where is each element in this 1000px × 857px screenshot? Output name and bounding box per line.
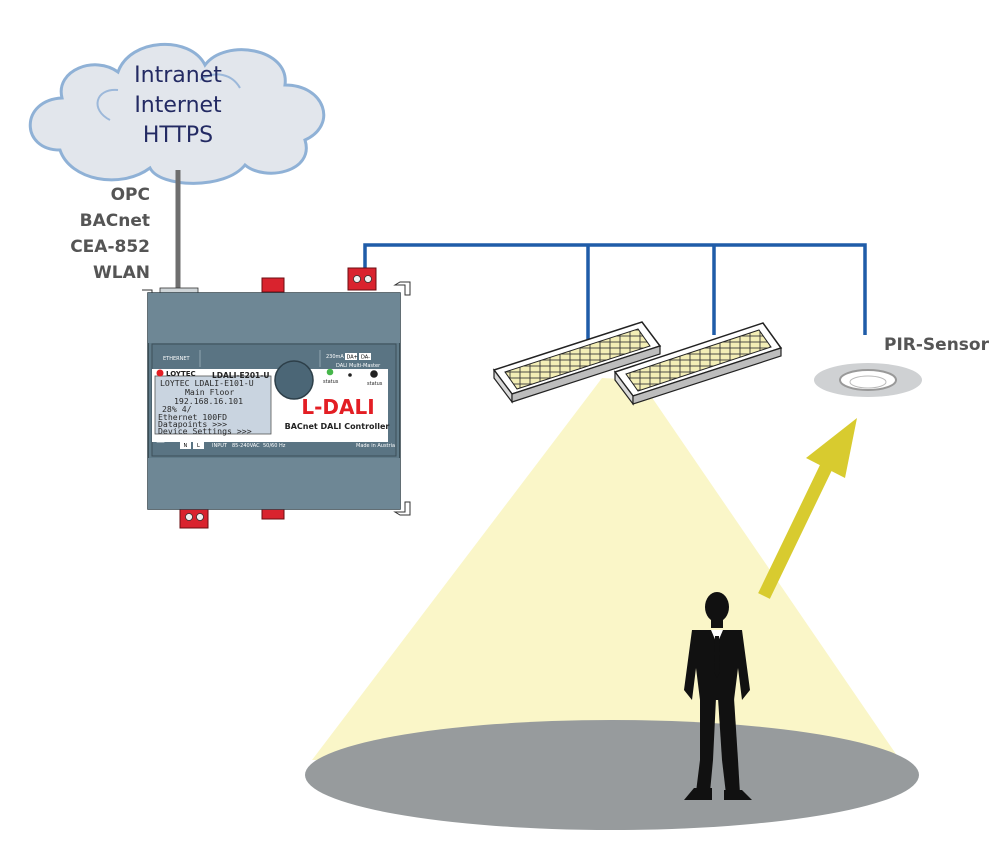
status-button-icon xyxy=(370,370,378,378)
protocol-bacnet: BACnet xyxy=(80,211,150,231)
protocol-wlan: WLAN xyxy=(93,263,150,283)
input-voltage: 85-240VAC xyxy=(232,443,260,449)
network-cloud: Intranet Internet HTTPS xyxy=(28,43,326,185)
dali-plus-terminal: DA+ xyxy=(347,355,358,361)
light-cone xyxy=(312,378,900,760)
model-number: LDALI-E201-U xyxy=(212,371,269,380)
status-led-icon xyxy=(348,373,352,377)
cloud-line-1: Intranet xyxy=(134,63,222,88)
lcd-line-2: Main Floor xyxy=(185,387,234,397)
status-label-2: status xyxy=(367,381,383,387)
dali-rating: 230mA xyxy=(326,354,344,360)
input-label: INPUT xyxy=(212,443,228,449)
detection-arrow xyxy=(758,418,857,599)
cloud-line-3: HTTPS xyxy=(143,123,213,148)
ethernet-label: ETHERNET xyxy=(163,356,191,362)
terminal-n: N xyxy=(184,443,188,449)
jog-dial xyxy=(274,360,314,400)
made-in-label: Made in Austria xyxy=(356,443,395,449)
luminaire-1 xyxy=(492,321,662,404)
protocol-cea852: CEA-852 xyxy=(70,237,150,257)
status-led-green-icon xyxy=(326,368,334,376)
floor-spot xyxy=(305,720,919,830)
l-dali-controller: ETHERNET 230mA DA+ DA- DALI Multi-Master… xyxy=(142,267,411,529)
protocol-list: OPC BACnet CEA-852 WLAN xyxy=(70,185,150,283)
product-name: L-DALI xyxy=(301,395,374,419)
status-label-1: status xyxy=(323,379,339,385)
luminaire-2 xyxy=(613,322,783,406)
lcd-line-7: Device Settings >>> xyxy=(158,426,252,436)
dali-minus-terminal: DA- xyxy=(361,355,370,361)
loytec-logo-icon xyxy=(156,369,164,377)
lcd-line-4: 28% 4/ xyxy=(162,404,192,414)
lcd-screen: LOYTEC LDALI-E101-U Main Floor 192.168.1… xyxy=(158,378,254,436)
lcd-line-5: Ethernet 100FD xyxy=(158,412,227,422)
cloud-line-2: Internet xyxy=(134,93,222,118)
input-frequency: 50/60 Hz xyxy=(263,443,286,449)
dali-bus xyxy=(363,243,867,340)
protocol-opc: OPC xyxy=(111,185,150,205)
pir-sensor xyxy=(814,363,922,397)
pir-sensor-label: PIR-Sensor xyxy=(884,335,990,355)
tie-icon xyxy=(714,636,720,678)
lcd-line-3: 192.168.16.101 xyxy=(174,396,243,406)
lcd-line-6: Datapoints >>> xyxy=(158,419,227,429)
lcd-line-1: LOYTEC LDALI-E101-U xyxy=(160,378,254,388)
dali-mode-label: DALI Multi-Master xyxy=(336,363,381,369)
product-subtitle: BACnet DALI Controller xyxy=(285,422,390,431)
loytec-logo-text: LOYTEC xyxy=(166,370,196,378)
terminal-l: L xyxy=(197,443,200,449)
